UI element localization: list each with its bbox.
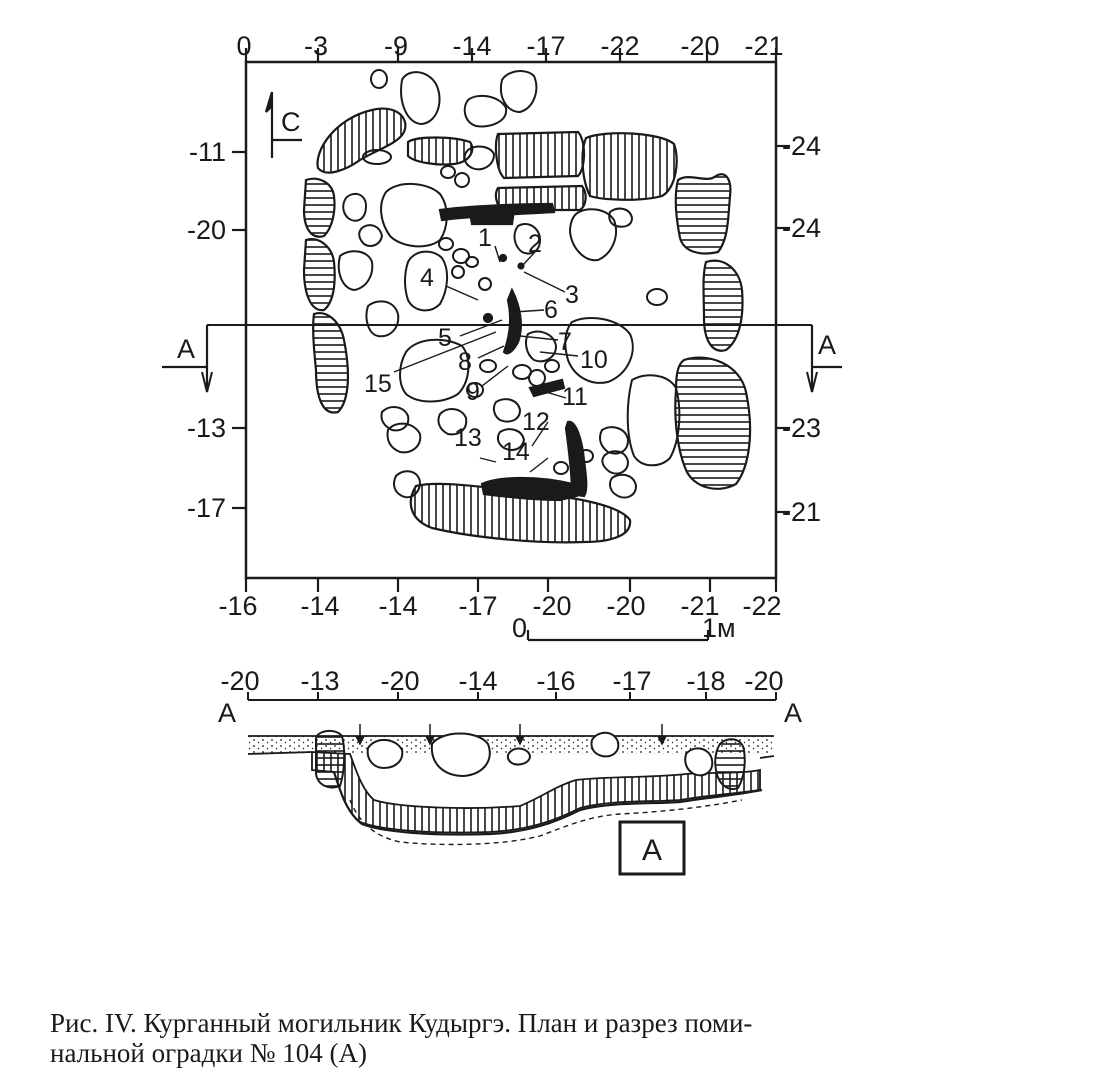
find-leader-lines bbox=[393, 245, 579, 473]
scale-start-label: 0 bbox=[512, 613, 527, 643]
section-ticks bbox=[247, 692, 777, 700]
section-top-label-7: -18 bbox=[686, 666, 725, 696]
plan-top-label-4: -14 bbox=[452, 31, 491, 61]
outlined-stones bbox=[337, 69, 681, 499]
hatched-wall-stones bbox=[302, 107, 752, 544]
plan-left-label-3: -13 bbox=[187, 413, 226, 443]
plan-top-label-2: -3 bbox=[304, 31, 328, 61]
find-15: 15 bbox=[364, 370, 392, 398]
plan-top-label-3: -9 bbox=[384, 31, 408, 61]
ground-base bbox=[247, 751, 775, 759]
find-8: 8 bbox=[458, 348, 472, 376]
plan-bottom-label-1: -16 bbox=[218, 591, 257, 621]
section-letter-right: А bbox=[784, 698, 802, 728]
section-box-label: А bbox=[642, 834, 662, 867]
plan-top-label-5: -17 bbox=[526, 31, 565, 61]
section-drawing bbox=[247, 692, 777, 876]
find-14: 14 bbox=[502, 438, 530, 466]
find-numbers: 1 2 3 4 5 6 7 8 9 10 11 12 13 14 15 bbox=[364, 224, 608, 466]
north-arrow-icon bbox=[264, 91, 302, 158]
section-top-label-3: -20 bbox=[380, 666, 419, 696]
plan-top-label-7: -20 bbox=[680, 31, 719, 61]
find-12: 12 bbox=[522, 408, 550, 436]
plan-left-label-2: -20 bbox=[187, 215, 226, 245]
plan-top-label-1: 0 bbox=[236, 31, 251, 61]
plan-bottom-label-8: -22 bbox=[742, 591, 781, 621]
section-top-labels: -20 -13 -20 -14 -16 -17 -18 -20 bbox=[220, 666, 783, 696]
caption-line-1: Рис. IV. Курганный могильник Кудыргэ. Пл… bbox=[50, 1008, 753, 1038]
find-3: 3 bbox=[565, 281, 579, 309]
plan-bottom-label-4: -17 bbox=[458, 591, 497, 621]
plan-left-label-1: -11 bbox=[189, 137, 226, 167]
find-6: 6 bbox=[544, 296, 558, 324]
plan-bottom-label-5: -20 bbox=[532, 591, 571, 621]
plan-top-label-6: -22 bbox=[600, 31, 639, 61]
plan-bottom-label-6: -20 bbox=[606, 591, 645, 621]
plan-bottom-label-3: -14 bbox=[378, 591, 417, 621]
section-stones bbox=[315, 730, 746, 790]
plan-bottom-ticks bbox=[244, 578, 778, 592]
plan-right-label-1: -24 bbox=[782, 131, 821, 161]
section-letter-left: А bbox=[218, 698, 236, 728]
plan-left-label-4: -17 bbox=[187, 493, 226, 523]
plan-right-label-2: -24 bbox=[782, 213, 821, 243]
scale-end-label: 1м bbox=[702, 613, 736, 643]
figure-caption: Рис. IV. Курганный могильник Кудыргэ. Пл… bbox=[50, 1008, 1060, 1068]
section-top-label-8: -20 bbox=[744, 666, 783, 696]
section-top-label-5: -16 bbox=[536, 666, 575, 696]
plan-drawing bbox=[162, 48, 842, 642]
section-top-label-1: -20 bbox=[220, 666, 259, 696]
section-markers bbox=[355, 724, 667, 746]
section-top-label-6: -17 bbox=[612, 666, 651, 696]
caption-line-2: нальной оградки № 104 (А) bbox=[50, 1038, 367, 1068]
plan-left-labels: -11 -20 -13 -17 bbox=[187, 137, 226, 523]
section-top-label-2: -13 bbox=[300, 666, 339, 696]
find-11: 11 bbox=[562, 383, 588, 411]
section-label-right: А bbox=[818, 330, 836, 360]
plan-bottom-label-2: -14 bbox=[300, 591, 339, 621]
plan-right-label-3: -23 bbox=[782, 413, 821, 443]
north-label: С bbox=[281, 107, 301, 137]
find-10: 10 bbox=[580, 346, 608, 374]
find-9: 9 bbox=[466, 378, 480, 406]
plan-top-labels: 0 -3 -9 -14 -17 -22 -20 -21 bbox=[236, 31, 783, 61]
plan-bottom-label-7: -21 bbox=[680, 591, 719, 621]
plan-right-labels: -24 -24 -23 -21 bbox=[782, 131, 821, 527]
find-4: 4 bbox=[420, 264, 434, 292]
plan-top-ticks bbox=[244, 48, 778, 62]
scale-bar bbox=[526, 630, 710, 642]
dark-logs bbox=[438, 202, 588, 502]
pit-outline-lower bbox=[349, 799, 743, 846]
plan-top-label-8: -21 bbox=[744, 31, 783, 61]
find-2: 2 bbox=[528, 230, 542, 258]
plan-side-ticks bbox=[232, 144, 790, 514]
find-5: 5 bbox=[438, 324, 452, 352]
plan-bottom-labels: -16 -14 -14 -17 -20 -20 -21 -22 bbox=[218, 591, 781, 621]
find-1: 1 bbox=[478, 224, 492, 252]
find-13: 13 bbox=[454, 424, 482, 452]
section-top-label-4: -14 bbox=[458, 666, 497, 696]
section-label-left: А bbox=[177, 334, 195, 364]
plan-right-label-4: -21 bbox=[782, 497, 821, 527]
plan-frame bbox=[244, 60, 778, 580]
pit-outline bbox=[332, 771, 763, 836]
section-label-box bbox=[618, 820, 686, 876]
find-7: 7 bbox=[558, 328, 572, 356]
